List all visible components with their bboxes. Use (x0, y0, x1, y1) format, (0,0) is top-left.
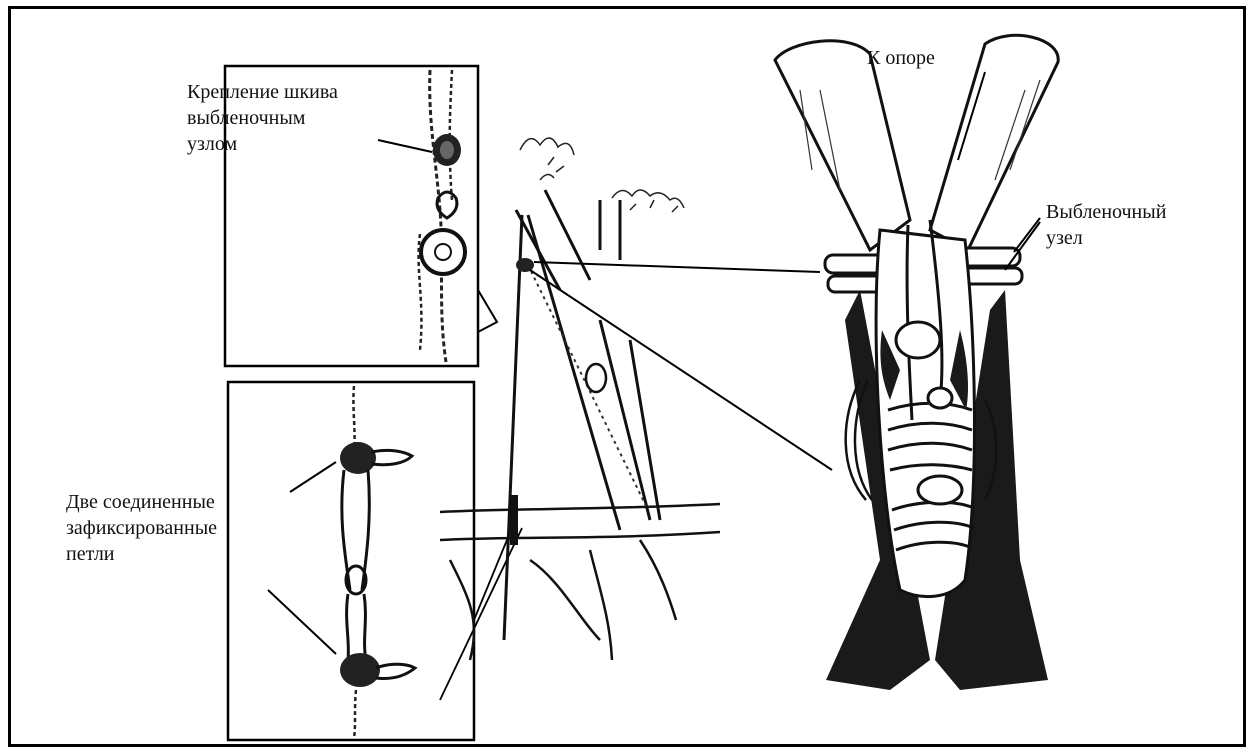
tripod-scene (440, 138, 832, 660)
clove-hitch-label: Выбленочный узел (1046, 199, 1246, 251)
to-support-label: К опоре (867, 45, 935, 71)
pulley-attachment-label: Крепление шкива выбленочным узлом (187, 79, 477, 157)
joined-loops-label: Две соединенные зафиксированные петли (66, 489, 306, 567)
crossed-poles-detail (775, 35, 1058, 690)
